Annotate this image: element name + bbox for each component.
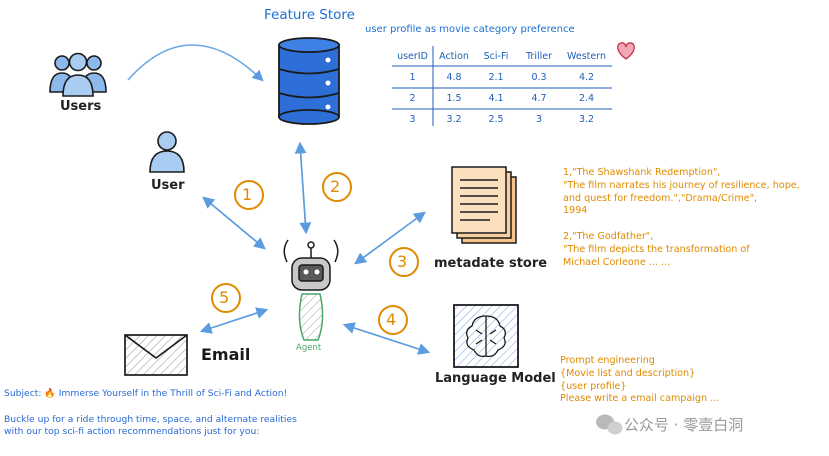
table-row: 3 3.2 2.5 3 3.2 bbox=[392, 109, 612, 130]
step-5-circle bbox=[211, 283, 241, 313]
metadata-text-block: 1,"The Shawshank Redemption","The film n… bbox=[563, 167, 800, 269]
table-cell: 1.5 bbox=[446, 93, 462, 104]
user-icon bbox=[149, 131, 185, 173]
table-cell: 4.1 bbox=[488, 93, 504, 104]
table-cell: 0.3 bbox=[531, 72, 547, 83]
email-envelope-icon bbox=[124, 334, 188, 376]
users-to-store-arrow bbox=[127, 44, 264, 82]
step-4-label: 4 bbox=[386, 310, 397, 329]
table-cell: 2.5 bbox=[488, 114, 504, 125]
table-row: 2 1.5 4.1 4.7 2.4 bbox=[392, 88, 612, 109]
table-cell: 4.2 bbox=[578, 72, 595, 83]
metadata-line: Michael Corleone ... ... bbox=[563, 256, 671, 268]
step-2-label: 2 bbox=[330, 177, 341, 196]
language-model-label: Language Model bbox=[435, 371, 556, 386]
table-cell: 3.2 bbox=[578, 114, 595, 125]
table-cell: 1 bbox=[409, 72, 416, 83]
table-cell: 2 bbox=[409, 93, 416, 104]
prompt-line: {Movie list and description} bbox=[560, 367, 696, 379]
prompt-line: {user profile} bbox=[560, 380, 627, 392]
table-header-cell: Western bbox=[567, 51, 606, 62]
users-icon bbox=[49, 52, 107, 97]
metadata-line: 1,"The Shawshank Redemption", bbox=[563, 167, 721, 178]
step-3-circle bbox=[389, 247, 419, 277]
arrow-store-agent bbox=[294, 141, 312, 235]
users-label: Users bbox=[60, 99, 102, 114]
email-line: Subject: 🔥 Immerse Yourself in the Thril… bbox=[4, 388, 288, 399]
arrow-llm-agent bbox=[342, 322, 431, 355]
table-cell: 3 bbox=[535, 114, 543, 125]
table-header-cell: Triller bbox=[526, 51, 552, 62]
table-cell: 2.1 bbox=[488, 72, 504, 83]
metadata-line: "The film narrates his journey of resili… bbox=[563, 179, 800, 191]
step-1-label: 1 bbox=[242, 185, 253, 204]
table-cell: 2.4 bbox=[578, 93, 595, 104]
step-5-label: 5 bbox=[219, 288, 230, 307]
profile-table-grid bbox=[392, 46, 612, 126]
email-line: Buckle up for a ride through time, space… bbox=[4, 413, 297, 425]
agent-robot-icon bbox=[283, 239, 339, 341]
documents-icon bbox=[451, 166, 517, 244]
feature-store-title: Feature Store bbox=[264, 7, 355, 23]
watermark-text: 公众号 · 零壹白洞 bbox=[624, 416, 744, 434]
metadata-line: "The film depicts the transformation of bbox=[563, 243, 750, 255]
metadata-store-label: metadate store bbox=[434, 256, 548, 271]
user-label: User bbox=[151, 178, 185, 193]
prompt-text-block: Prompt engineering{Movie list and descri… bbox=[560, 355, 719, 406]
step-2-circle bbox=[322, 172, 352, 202]
arrow-user-agent bbox=[202, 196, 266, 250]
table-cell: 3 bbox=[409, 114, 416, 125]
table-header-cell: Action bbox=[439, 51, 469, 62]
llm-chip-icon bbox=[453, 304, 519, 368]
table-header-row: userID Action Sci-Fi Triller Western bbox=[392, 46, 612, 67]
table-cell: 4.7 bbox=[531, 93, 547, 104]
prompt-line: Prompt engineering bbox=[560, 355, 655, 366]
watermark-logo-icon bbox=[596, 414, 623, 435]
agent-label: Agent bbox=[296, 343, 322, 353]
email-line: with our top sci-fi action recommendatio… bbox=[4, 426, 260, 438]
heart-icon bbox=[617, 42, 635, 60]
arrow-meta-agent bbox=[354, 211, 426, 265]
database-icon bbox=[278, 37, 340, 125]
step-3-label: 3 bbox=[397, 252, 408, 271]
metadata-line: 2,"The Godfather", bbox=[563, 230, 654, 242]
table-cell: 3.2 bbox=[446, 114, 462, 125]
table-header-cell: Sci-Fi bbox=[483, 51, 509, 62]
table-row: 1 4.8 2.1 0.3 4.2 bbox=[392, 67, 612, 88]
table-cell: 4.8 bbox=[446, 72, 462, 83]
email-line bbox=[4, 401, 297, 414]
prompt-line: Please write a email campaign ... bbox=[560, 393, 720, 405]
metadata-line: and quest for freedom.","Drama/Crime", bbox=[563, 192, 758, 204]
metadata-line bbox=[563, 218, 800, 231]
email-label: Email bbox=[201, 345, 251, 364]
arrow-email-agent bbox=[199, 307, 269, 334]
metadata-line: 1994 bbox=[563, 205, 588, 217]
table-header-cell: userID bbox=[397, 51, 428, 62]
step-4-circle bbox=[378, 305, 408, 335]
feature-store-subtitle: user profile as movie category preferenc… bbox=[365, 24, 575, 35]
email-text-block: Subject: 🔥 Immerse Yourself in the Thril… bbox=[4, 388, 297, 439]
profile-table: userID Action Sci-Fi Triller Western 1 4… bbox=[392, 46, 612, 130]
step-1-circle bbox=[234, 180, 264, 210]
